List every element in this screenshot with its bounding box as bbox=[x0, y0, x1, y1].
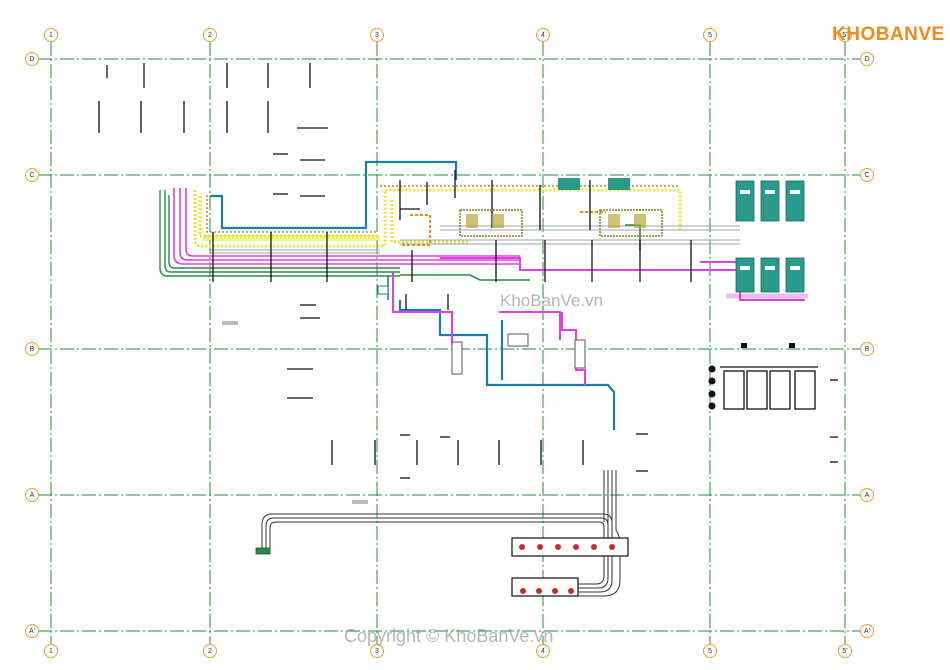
watermark-footer: Copyright © KhoBanVe.vn bbox=[344, 626, 554, 646]
grid-bubble-circle bbox=[203, 644, 217, 658]
grid-bubble-circle bbox=[838, 28, 852, 42]
grid-bubble-col-bottom-0: 1 bbox=[44, 644, 58, 658]
grid-bubble-circle bbox=[370, 28, 384, 42]
grid-bubble-circle bbox=[25, 168, 39, 182]
grid-bubble-circle bbox=[860, 488, 874, 502]
grid-bubble-col-bottom-3: 4 bbox=[536, 644, 550, 658]
grid-bubble-label: 5 bbox=[708, 648, 712, 655]
grid-bubble-col-top-2: 3 bbox=[370, 28, 384, 42]
grid-bubble-circle bbox=[536, 644, 550, 658]
grid-bubble-circle bbox=[703, 28, 717, 42]
grid-bubble-label: 5 bbox=[708, 32, 712, 39]
grid-bubble-row-left-2: B bbox=[25, 342, 39, 356]
grid-bubble-row-right-2: B bbox=[860, 342, 874, 356]
grid-bubble-label: A bbox=[30, 492, 35, 499]
grid-bubble-row-left-1: C bbox=[25, 168, 39, 182]
grid-bubble-circle bbox=[536, 28, 550, 42]
grid-bubble-col-bottom-2: 3 bbox=[370, 644, 384, 658]
grid-bubble-label: B bbox=[30, 346, 35, 353]
grid-bubble-col-bottom-1: 2 bbox=[203, 644, 217, 658]
grid-bubble-label: 4 bbox=[541, 648, 545, 655]
equipment bbox=[222, 178, 818, 597]
grid-bubble-label: A' bbox=[864, 628, 870, 635]
grid-bubble-label: 5' bbox=[842, 648, 847, 655]
grid-bubble-label: 3 bbox=[375, 32, 379, 39]
grid-bubble-circle bbox=[203, 28, 217, 42]
grid-bubble-label: C bbox=[29, 172, 34, 179]
grid-bubble-row-right-4: A' bbox=[860, 624, 874, 638]
grid-bubble-row-left-4: A' bbox=[25, 624, 39, 638]
pipe-network bbox=[98, 63, 838, 597]
grid-bubble-col-bottom-4: 5 bbox=[703, 644, 717, 658]
grid-bubble-col-top-3: 4 bbox=[536, 28, 550, 42]
grid-bubble-label: 3 bbox=[375, 648, 379, 655]
grid-bubble-label: 1 bbox=[49, 648, 53, 655]
grid-bubble-circle bbox=[838, 644, 852, 658]
grid-bubble-row-right-0: D bbox=[860, 52, 874, 66]
grid-bubble-col-top-1: 2 bbox=[203, 28, 217, 42]
grid-bubbles: 1 1 2 2 3 3 4 4 5 5 5' 5' D D C C B B A A A' A' bbox=[25, 28, 874, 658]
grid-bubble-label: D bbox=[864, 56, 869, 63]
grid-bubble-col-top-0: 1 bbox=[44, 28, 58, 42]
grid-bubble-circle bbox=[860, 342, 874, 356]
grid-bubble-label: 1 bbox=[49, 32, 53, 39]
grid-bubble-circle bbox=[44, 644, 58, 658]
grid-bubble-col-top-4: 5 bbox=[703, 28, 717, 42]
grid-bubble-row-left-3: A bbox=[25, 488, 39, 502]
grid-bubble-col-bottom-5: 5' bbox=[838, 644, 852, 658]
grid-bubble-label: A' bbox=[29, 628, 35, 635]
grid-bubble-circle bbox=[44, 28, 58, 42]
grid-bubble-circle bbox=[860, 52, 874, 66]
logo: KHOBANVE bbox=[832, 24, 945, 46]
logo-text: KHOBANVE bbox=[832, 24, 945, 45]
grid-bubble-row-right-1: C bbox=[860, 168, 874, 182]
grid-bubble-circle bbox=[703, 644, 717, 658]
grid-bubble-col-top-5: 5' bbox=[838, 28, 852, 42]
watermark-center: KhoBanVe.vn bbox=[500, 291, 604, 310]
grid-bubble-circle bbox=[370, 644, 384, 658]
grid-bubble-circle bbox=[25, 488, 39, 502]
grid-bubble-label: B bbox=[865, 346, 870, 353]
grid-bubble-label: C bbox=[864, 172, 869, 179]
grid-bubble-circle bbox=[860, 624, 874, 638]
grid-bubble-label: 4 bbox=[541, 32, 545, 39]
grid-bubble-circle bbox=[25, 624, 39, 638]
grid-bubble-circle bbox=[25, 342, 39, 356]
grid-bubble-label: 2 bbox=[208, 648, 212, 655]
grid-bubble-label: A bbox=[865, 492, 870, 499]
grid-bubble-label: 5' bbox=[842, 32, 847, 39]
grid-lines bbox=[38, 42, 860, 650]
grid-bubble-circle bbox=[25, 52, 39, 66]
grid-bubble-circle bbox=[860, 168, 874, 182]
grid-bubble-row-left-0: D bbox=[25, 52, 39, 66]
grid-bubble-label: D bbox=[29, 56, 34, 63]
grid-bubble-row-right-3: A bbox=[860, 488, 874, 502]
grid-bubble-label: 2 bbox=[208, 32, 212, 39]
